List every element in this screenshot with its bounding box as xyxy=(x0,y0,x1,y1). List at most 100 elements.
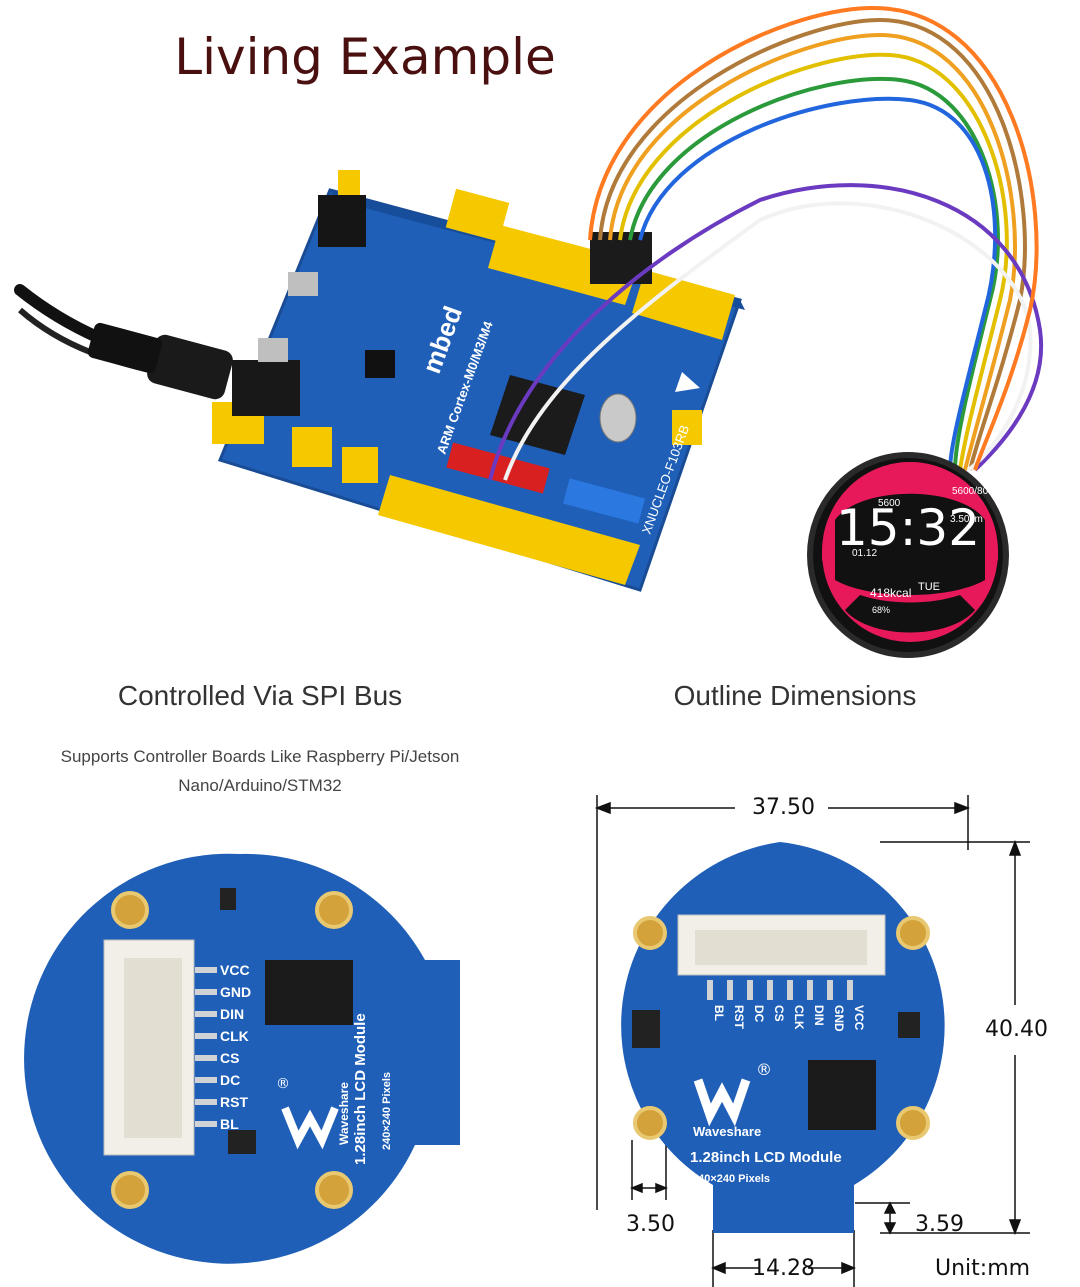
pin-label-r-dc: DC xyxy=(752,1005,766,1023)
driver-ic xyxy=(265,960,353,1025)
pin-label-r-rst: RST xyxy=(732,1005,746,1030)
supports-line-2: Nano/Arduino/STM32 xyxy=(178,776,342,795)
pin-label-r-vcc: VCC xyxy=(852,1005,866,1031)
watch-time: 15:32 xyxy=(836,499,980,557)
pin-labels-right: BL RST DC CS CLK DIN GND VCC xyxy=(707,980,866,1032)
wire-yellow xyxy=(618,52,1009,471)
supports-line-1: Supports Controller Boards Like Raspberr… xyxy=(60,747,460,766)
regulator xyxy=(228,1130,256,1154)
pin-pad-r-vcc xyxy=(847,980,853,1000)
dim-width: 37.50 xyxy=(752,795,815,820)
transistor xyxy=(220,888,236,910)
module-right-brand: Waveshare xyxy=(693,1124,761,1139)
jumper-block xyxy=(445,188,510,242)
header-bottom xyxy=(378,475,640,585)
module-left-resolution: 240×240 Pixels xyxy=(381,1072,393,1150)
pin-label-r-bl: BL xyxy=(712,1005,726,1021)
jumper-jp2 xyxy=(292,427,332,467)
usb-port-1 xyxy=(288,272,318,296)
wire-white xyxy=(503,201,1033,481)
module-pcb-right xyxy=(621,842,945,1233)
pin-pad-r-cs xyxy=(767,980,773,1000)
wire-orange xyxy=(608,32,1017,471)
watch-steps: 5600 xyxy=(878,498,901,509)
pin-label-r-clk: CLK xyxy=(792,1005,806,1030)
pin-pad-r-din xyxy=(807,980,813,1000)
watch-battery: 68% xyxy=(872,605,890,615)
pin-label-din: DIN xyxy=(220,1006,244,1022)
pin-label-dc: DC xyxy=(220,1072,240,1088)
svg-text:®: ® xyxy=(756,1060,772,1079)
svg-text:®: ® xyxy=(276,1076,290,1092)
pin-pad-bl xyxy=(195,1121,217,1127)
waveshare-logo-left: ® xyxy=(276,1076,339,1150)
pin-pad-r-dc xyxy=(747,980,753,1000)
module-front-view: BL RST DC CS CLK DIN GND VCC ® Waveshare 1.28in… xyxy=(594,795,1030,1287)
pin-pad-cs xyxy=(195,1055,217,1061)
watch-date: 01.12 xyxy=(852,548,877,559)
pin-pad-r-bl xyxy=(707,980,713,1000)
blue-header xyxy=(562,478,646,524)
mount-hole-r1 xyxy=(633,916,667,950)
regulator-right xyxy=(898,1012,920,1038)
pin-pad-vcc xyxy=(195,967,217,973)
audio-jack xyxy=(232,360,300,416)
controlled-via-spi-heading: Controlled Via SPI Bus xyxy=(117,680,403,711)
dim-hole-offset: 3.50 xyxy=(626,1212,675,1237)
pin-pad-r-clk xyxy=(787,980,793,1000)
mount-hole-3 xyxy=(111,1171,149,1209)
red-header xyxy=(446,442,550,494)
living-example-title: Living Example xyxy=(174,28,556,86)
jumper-right xyxy=(672,410,702,445)
module-left-name: 1.28inch LCD Module xyxy=(352,1013,369,1165)
outline-dimensions-heading: Outline Dimensions xyxy=(673,680,917,711)
pin-pad-r-rst xyxy=(727,980,733,1000)
watch-calories: 418kcal xyxy=(870,586,911,600)
wire-green xyxy=(628,77,1000,471)
watch-distance: 3.50km xyxy=(950,514,983,525)
wire-bundle xyxy=(488,5,1044,481)
driver-ic-right xyxy=(808,1060,876,1130)
watch-steps-goal: 5600/8000 xyxy=(952,486,1000,497)
module-right-name: 1.28inch LCD Module xyxy=(690,1149,842,1166)
usb-port-2 xyxy=(258,338,288,362)
wire-orange-2 xyxy=(588,5,1039,471)
mount-hole-r3 xyxy=(633,1106,667,1140)
pin-label-r-cs: CS xyxy=(772,1005,786,1022)
pin-pad-din xyxy=(195,1011,217,1017)
dim-tab-height: 3.59 xyxy=(915,1212,964,1237)
header-top-right xyxy=(632,270,735,340)
dim-height: 40.40 xyxy=(985,1017,1048,1042)
module-left-brand: Waveshare xyxy=(337,1082,351,1145)
pin-label-bl: BL xyxy=(220,1116,239,1132)
pin-label-rst: RST xyxy=(220,1094,248,1110)
pin-label-vcc: VCC xyxy=(220,962,250,978)
pin-pad-dc xyxy=(195,1077,217,1083)
st-logo xyxy=(675,372,700,392)
round-lcd-display xyxy=(807,452,1009,658)
power-plug xyxy=(87,322,233,400)
wire-purple xyxy=(488,183,1044,481)
dim-unit: Unit:mm xyxy=(935,1256,1031,1281)
pin-label-clk: CLK xyxy=(220,1028,249,1044)
wire-blue xyxy=(638,96,997,471)
pin-label-cs: CS xyxy=(220,1050,239,1066)
power-jack xyxy=(318,195,366,247)
pin-label-r-gnd: GND xyxy=(832,1005,846,1032)
living-example-illustration: mbed ARM Cortex-M0/M3/M4 XNUCLEO-F103RB … xyxy=(14,5,1044,658)
small-chip xyxy=(365,350,395,378)
transistor-right xyxy=(632,1010,660,1048)
mount-hole-2 xyxy=(315,891,353,929)
pin-label-r-din: DIN xyxy=(812,1005,826,1026)
pin-pad-clk xyxy=(195,1033,217,1039)
mount-hole-r4 xyxy=(896,1106,930,1140)
dim-tab-width: 14.28 xyxy=(752,1256,815,1281)
module-right-resolution: 240×240 Pixels xyxy=(692,1173,770,1185)
module-pcb-left xyxy=(24,853,460,1264)
wire-brown xyxy=(598,17,1027,471)
mount-hole-r2 xyxy=(896,916,930,950)
waveshare-logo-right: ® xyxy=(693,1060,772,1127)
mount-hole-1 xyxy=(111,891,149,929)
